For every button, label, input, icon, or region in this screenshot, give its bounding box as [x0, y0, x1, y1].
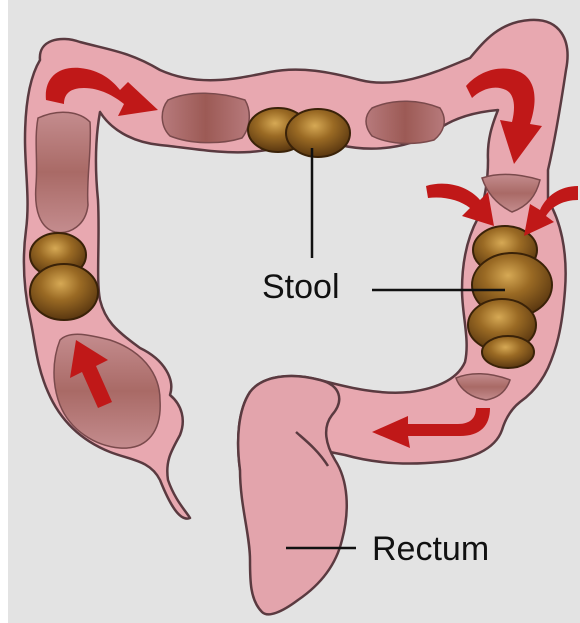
- stool-mass: [482, 336, 534, 368]
- stool-label: Stool: [262, 268, 340, 306]
- stool-mass: [286, 109, 350, 157]
- rectum-label: Rectum: [372, 530, 489, 568]
- stool-mass: [30, 264, 98, 320]
